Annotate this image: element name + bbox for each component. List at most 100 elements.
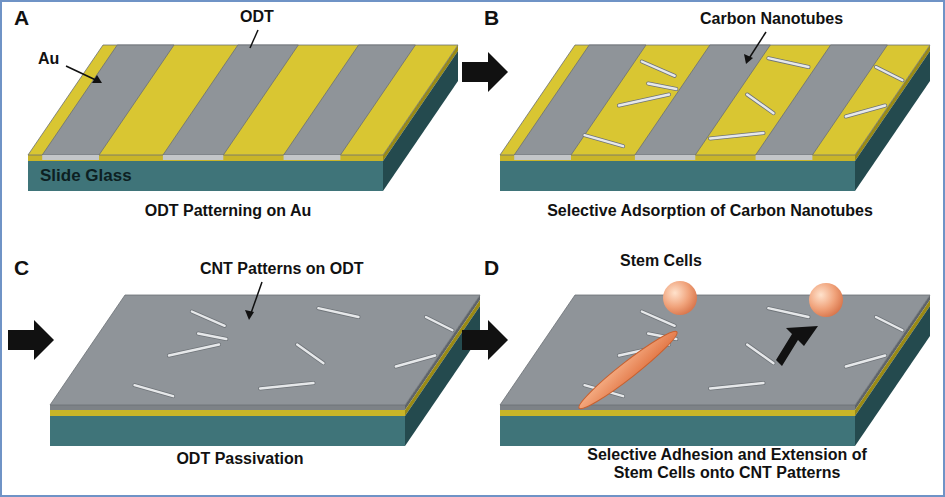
carbon-nanotube <box>198 334 226 340</box>
odt-stripe-edge <box>42 155 99 160</box>
carbon-nanotube <box>747 345 773 364</box>
carbon-nanotube <box>710 383 763 389</box>
carbon-nanotube <box>192 312 225 326</box>
carbon-nanotube <box>396 356 435 367</box>
carbon-nanotube <box>876 67 903 80</box>
process-arrow <box>8 320 54 360</box>
carbon-nanotube <box>169 345 219 356</box>
odt-stripe <box>635 45 770 155</box>
odt-stripe <box>284 45 416 155</box>
gold-layer <box>500 410 855 416</box>
odt-stripe-edge <box>284 155 341 160</box>
carbon-nanotube <box>846 106 885 117</box>
odt-layer <box>500 405 855 410</box>
gold-layer <box>28 155 383 161</box>
odt-stripe-edge <box>514 155 571 160</box>
carbon-nanotube <box>318 308 358 317</box>
carbon-nanotube <box>642 312 675 326</box>
part-label: Au <box>38 50 59 68</box>
carbon-nanotube <box>648 84 676 90</box>
carbon-nanotube <box>846 356 885 367</box>
process-arrow <box>776 326 818 366</box>
step-caption: Selective Adsorption of Carbon Nanotubes <box>520 202 900 220</box>
substrate-surface <box>500 45 930 155</box>
carbon-nanotube <box>585 135 624 146</box>
leader-line <box>250 30 258 48</box>
carbon-nanotube <box>710 383 763 389</box>
part-label: ODT <box>240 8 274 26</box>
arrowhead <box>744 54 753 64</box>
substrate-surface <box>28 45 458 155</box>
carbon-nanotube <box>297 345 323 364</box>
panel-letter: C <box>14 256 29 280</box>
carbon-nanotube <box>135 385 174 396</box>
glass-substrate <box>28 161 383 191</box>
carbon-nanotube <box>768 58 808 67</box>
carbon-nanotube <box>192 312 225 326</box>
substrate-surface <box>50 295 480 405</box>
step-caption: Selective Adhesion and Extension of Stem… <box>572 446 882 483</box>
carbon-nanotube <box>846 356 885 367</box>
leader-line <box>748 32 766 60</box>
carbon-nanotube <box>260 383 313 389</box>
part-label: Stem Cells <box>620 252 702 270</box>
process-arrow <box>462 52 508 92</box>
adhered-cell <box>574 326 682 415</box>
carbon-nanotube <box>297 345 323 364</box>
carbon-nanotube <box>585 135 624 146</box>
odt-stripe-edge <box>635 155 695 160</box>
carbon-nanotube <box>747 345 773 364</box>
carbon-nanotube <box>846 106 885 117</box>
carbon-nanotube <box>260 383 313 389</box>
carbon-nanotube <box>768 308 808 317</box>
part-label: Slide Glass <box>40 166 132 186</box>
glass-substrate <box>500 416 855 446</box>
carbon-nanotube <box>198 334 226 340</box>
arrowhead <box>245 310 254 320</box>
glass-substrate <box>500 161 855 191</box>
step-caption: ODT Patterning on Au <box>28 202 428 220</box>
process-arrow <box>462 320 508 360</box>
step-caption: ODT Passivation <box>50 450 430 468</box>
arrowhead <box>92 75 102 83</box>
carbon-nanotube <box>876 317 903 330</box>
carbon-nanotube <box>426 317 453 330</box>
carbon-nanotube <box>135 385 174 396</box>
carbon-nanotube <box>318 308 358 317</box>
stem-cell <box>663 281 697 315</box>
carbon-nanotube <box>619 95 669 106</box>
carbon-nanotube <box>642 62 675 76</box>
odt-layer <box>50 405 405 410</box>
carbon-nanotube <box>710 133 763 139</box>
gold-layer <box>50 410 405 416</box>
carbon-nanotube <box>768 308 808 317</box>
carbon-nanotube <box>642 62 675 76</box>
carbon-nanotube <box>426 317 453 330</box>
carbon-nanotube <box>648 84 676 90</box>
leader-line <box>250 282 262 316</box>
substrate-surface <box>500 295 930 405</box>
carbon-nanotube <box>768 58 808 67</box>
odt-stripe <box>756 45 888 155</box>
carbon-nanotube <box>747 95 773 114</box>
glass-substrate <box>50 416 405 446</box>
gold-layer <box>500 155 855 161</box>
carbon-nanotube <box>619 95 669 106</box>
carbon-nanotube <box>396 356 435 367</box>
panel-letter: D <box>484 256 499 280</box>
carbon-nanotube <box>747 95 773 114</box>
panel-letter: A <box>14 6 29 30</box>
carbon-nanotube <box>876 317 903 330</box>
part-label: CNT Patterns on ODT <box>200 260 364 278</box>
panel-letter: B <box>484 6 499 30</box>
odt-stripe <box>163 45 298 155</box>
carbon-nanotube <box>710 133 763 139</box>
carbon-nanotube <box>169 345 219 356</box>
odt-stripe <box>514 45 646 155</box>
part-label: Carbon Nanotubes <box>700 10 843 28</box>
carbon-nanotube <box>642 312 675 326</box>
carbon-nanotube <box>876 67 903 80</box>
